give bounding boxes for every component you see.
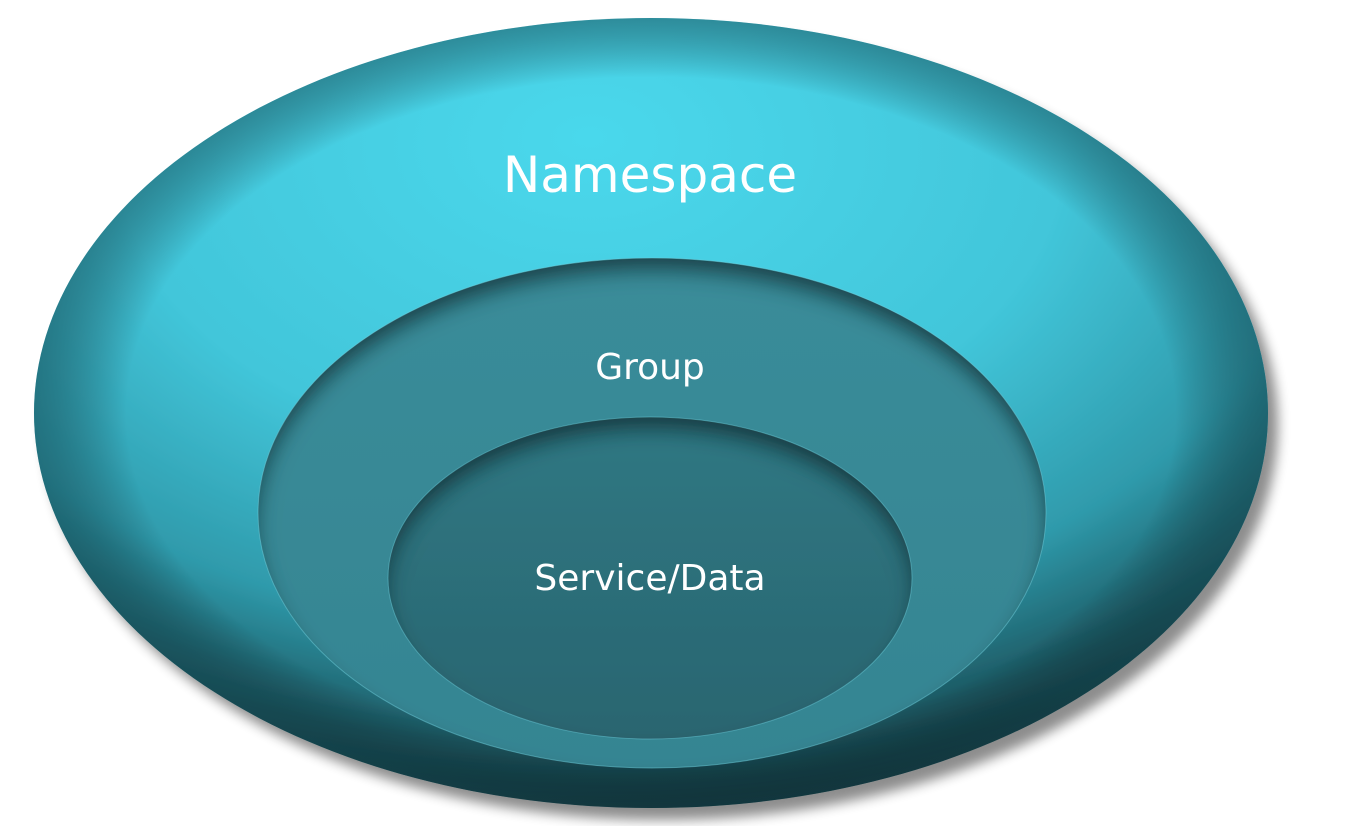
- group-label: Group: [595, 347, 705, 388]
- service-data-label: Service/Data: [534, 558, 765, 599]
- namespace-label: Namespace: [503, 146, 797, 204]
- service-data-layer: Service/Data: [387, 416, 913, 740]
